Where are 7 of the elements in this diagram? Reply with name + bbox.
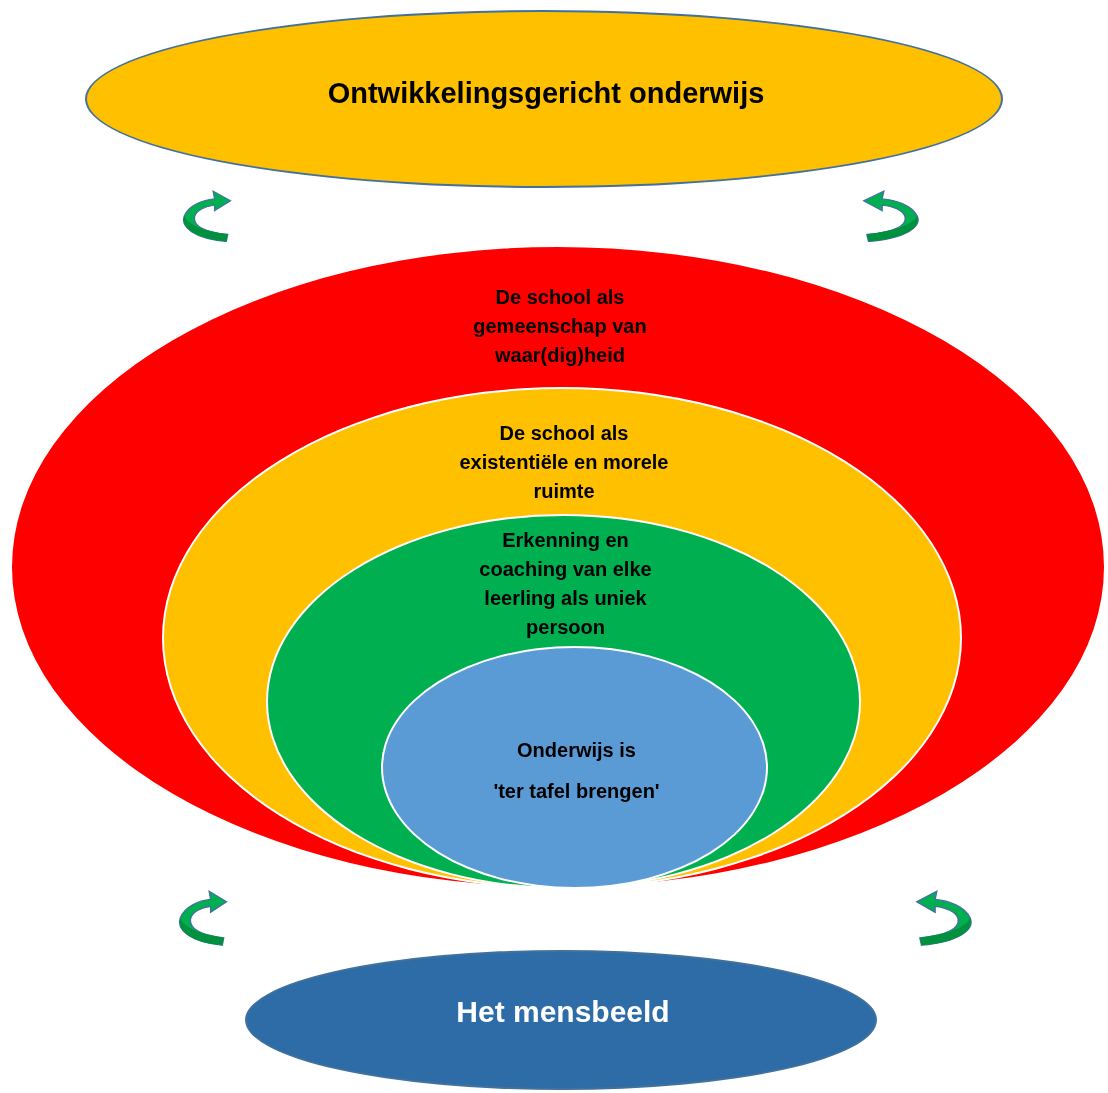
ellipse-label: De school als existentiële en morele ruimte (458, 421, 670, 504)
ellipse-label: De school als gemeenschap van waar(dig)heid (472, 285, 648, 368)
ellipse-label: Erkenning en coaching van elke leerling als uniek persoon (478, 528, 653, 640)
ellipse-label: Ontwikkelingsgericht onderwijs (327, 76, 765, 111)
ellipse-label: Onderwijs is (517, 738, 636, 763)
ellipse-label: Het mensbeeld (456, 994, 670, 1030)
ellipse-label: 'ter tafel brengen' (493, 779, 660, 804)
